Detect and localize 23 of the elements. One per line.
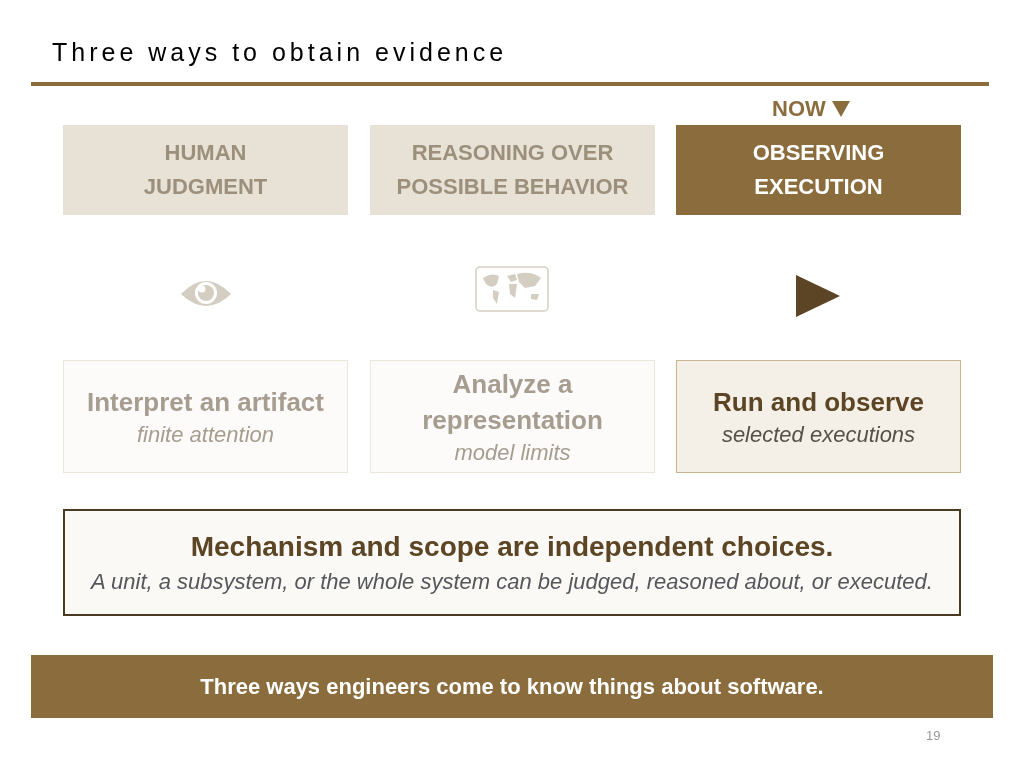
method-box — [676, 360, 961, 473]
category-box — [63, 125, 348, 215]
box-heading: HUMAN JUDGMENT — [142, 139, 269, 201]
page-number: 19 — [926, 727, 941, 745]
category-box — [676, 125, 961, 215]
method-box — [63, 360, 348, 473]
box-heading: Interpret an artifact — [87, 385, 324, 419]
box-heading: OBSERVING EXECUTION — [751, 139, 886, 201]
box-heading: Three ways engineers come to know things about software. — [200, 672, 824, 701]
box-subtitle: A unit, a subsystem, or the whole system can be judged, reasoned about, or executed. — [91, 567, 933, 596]
box-subtitle: selected executions — [721, 420, 916, 449]
box-subtitle: finite attention — [137, 420, 274, 449]
box-subtitle: model limits — [454, 438, 571, 467]
category-box — [370, 125, 655, 215]
slide-title: Three ways to obtain evidence — [52, 37, 508, 68]
box-heading: Run and observe — [713, 385, 924, 419]
box-heading: Mechanism and scope are independent choices. — [190, 529, 834, 564]
box-heading: Analyze a representation — [421, 367, 604, 437]
note-box — [63, 509, 961, 616]
method-box — [370, 360, 655, 473]
summary-banner — [31, 655, 993, 718]
now-label: NOW — [772, 95, 826, 123]
box-heading: REASONING OVER POSSIBLE BEHAVIOR — [395, 139, 630, 201]
